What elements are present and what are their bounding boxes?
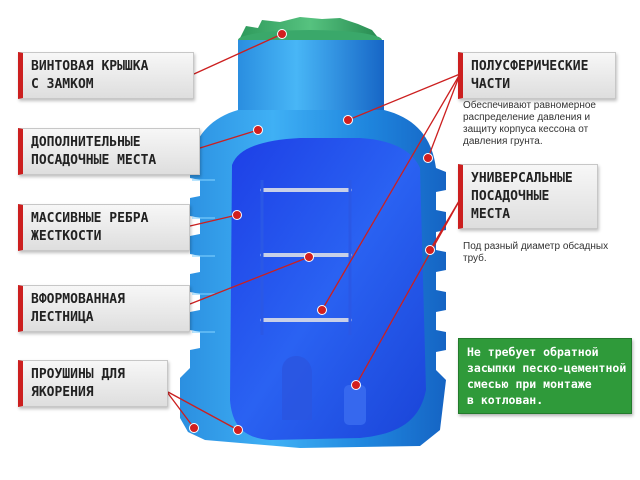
leader-lines [157,33,463,431]
label-line: ДОПОЛНИТЕЛЬНЫЕ [31,135,141,150]
label-ladder: ВФОРМОВАННАЯ ЛЕСТНИЦА [18,285,190,332]
dot-hemisphere-2 [423,153,433,163]
desc-universal-seats: Под разный диаметр обсадных труб. [463,241,608,265]
label-eyelets: ПРОУШИНЫ ДЛЯ ЯКОРЕНИЯ [18,360,168,407]
dot-hemisphere-1 [343,115,353,125]
dot-eyelet-1 [189,423,199,433]
note-line: засыпки песко-цементной [467,361,627,375]
desc-hemispheres: Обеспечивают равномерное распределение д… [463,100,596,148]
label-line: ПОСАДОЧНЫЕ [471,189,550,204]
label-line: МАССИВНЫЕ РЕБРА [31,211,149,226]
label-ribs: МАССИВНЫЕ РЕБРА ЖЕСТКОСТИ [18,204,190,251]
label-line: ЛЕСТНИЦА [31,310,94,325]
label-line: С ЗАМКОМ [31,77,94,92]
label-line: УНИВЕРСАЛЬНЫЕ [471,171,573,186]
dot-seat-universal-2 [351,380,361,390]
cutaway-interior [230,138,426,440]
dot-lid [277,29,287,39]
ladder-rails [260,180,352,335]
dot-eyelet-2 [233,425,243,435]
label-line: ВФОРМОВАННАЯ [31,292,125,307]
label-line: ПОЛУСФЕРИЧЕСКИЕ [471,59,589,74]
dot-seat-universal-1 [425,245,435,255]
note-line: Не требует обратной [467,345,599,359]
desc-line: Под разный диаметр обсадных [463,241,609,252]
label-line: ПОСАДОЧНЫЕ МЕСТА [31,153,157,168]
label-line: ЧАСТИ [471,77,511,92]
callout-dots [189,29,435,435]
desc-line: Обеспечивают равномерное [463,100,596,111]
label-line: ЯКОРЕНИЯ [31,385,94,400]
dot-seat-extra [253,125,263,135]
note-line: в котлован. [467,393,544,407]
label-extra-seats: ДОПОЛНИТЕЛЬНЫЕ ПОСАДОЧНЫЕ МЕСТА [18,128,200,175]
label-line: ВИНТОВАЯ КРЫШКА [31,59,149,74]
dot-hemisphere-3 [317,305,327,315]
label-line: ПРОУШИНЫ ДЛЯ [31,367,125,382]
desc-line: труб. [463,253,487,264]
bottom-fittings [282,356,366,425]
desc-line: давления грунта. [463,136,543,147]
note-line: смесью при монтаже [467,377,592,391]
label-screw-lid: ВИНТОВАЯ КРЫШКА С ЗАМКОМ [18,52,194,99]
label-line: ЖЕСТКОСТИ [31,229,102,244]
note-box: Не требует обратной засыпки песко-цемент… [458,338,632,414]
label-line: МЕСТА [471,207,511,222]
label-hemispheres: ПОЛУСФЕРИЧЕСКИЕ ЧАСТИ [458,52,616,99]
desc-line: защиту корпуса кессона от [463,124,589,135]
label-universal-seats: УНИВЕРСАЛЬНЫЕ ПОСАДОЧНЫЕ МЕСТА [458,164,598,229]
dot-ribs [232,210,242,220]
rib-highlights [192,179,215,333]
desc-line: распределение давления и [463,112,591,123]
dot-ladder [304,252,314,262]
